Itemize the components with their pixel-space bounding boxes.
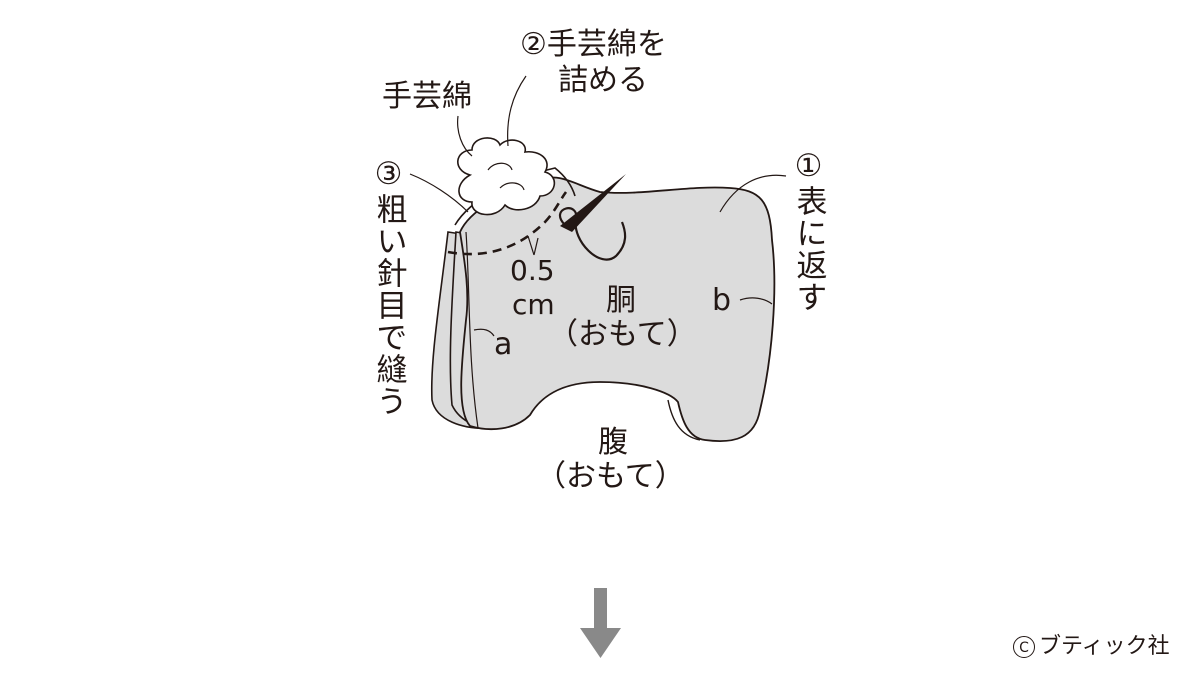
belly-piece-edge: [667, 399, 701, 441]
step2-label-line2: 詰める: [558, 63, 648, 98]
stuffing-cotton: [457, 137, 556, 216]
step3-label: ③粗い針目で縫う: [370, 156, 407, 417]
step2-line1: 手芸綿を: [546, 27, 667, 62]
copyright-text: ブティック社: [1039, 634, 1170, 659]
step3-number: ③: [370, 156, 407, 193]
step2-number: ②: [520, 27, 547, 62]
seam-allowance-unit: cm: [512, 288, 555, 321]
leader-step1: [719, 174, 787, 213]
body-name-label: 胴: [606, 283, 636, 318]
seam-allowance-value: 0.5: [510, 254, 555, 287]
leader-b: [739, 297, 773, 305]
step1-number: ①: [790, 148, 827, 185]
step1-text: 表に返す: [790, 185, 827, 313]
neck-tube: [454, 167, 576, 226]
step2-label: ②手芸綿を: [520, 28, 667, 61]
belly-side-label: （おもて）: [536, 459, 685, 494]
leader-step3: [409, 173, 469, 213]
leader-a: [473, 328, 495, 337]
thread-line: [558, 207, 627, 261]
body-piece: [459, 176, 776, 442]
down-arrow-icon: [580, 588, 621, 658]
step1-label: ①表に返す: [790, 148, 827, 313]
step3-text: 粗い針目で縫う: [370, 193, 407, 417]
point-b-label: b: [712, 283, 732, 318]
copyright-icon: C: [1013, 636, 1035, 658]
seam-allowance-guide: [527, 235, 535, 256]
body-side-label: （おもて）: [548, 317, 697, 352]
stuffing-label: 手芸綿: [382, 79, 472, 114]
point-a-label: a: [494, 327, 513, 362]
leader-stuffing: [457, 115, 473, 157]
leader-step2: [507, 75, 527, 147]
belly-name-label: 腹: [598, 425, 628, 460]
